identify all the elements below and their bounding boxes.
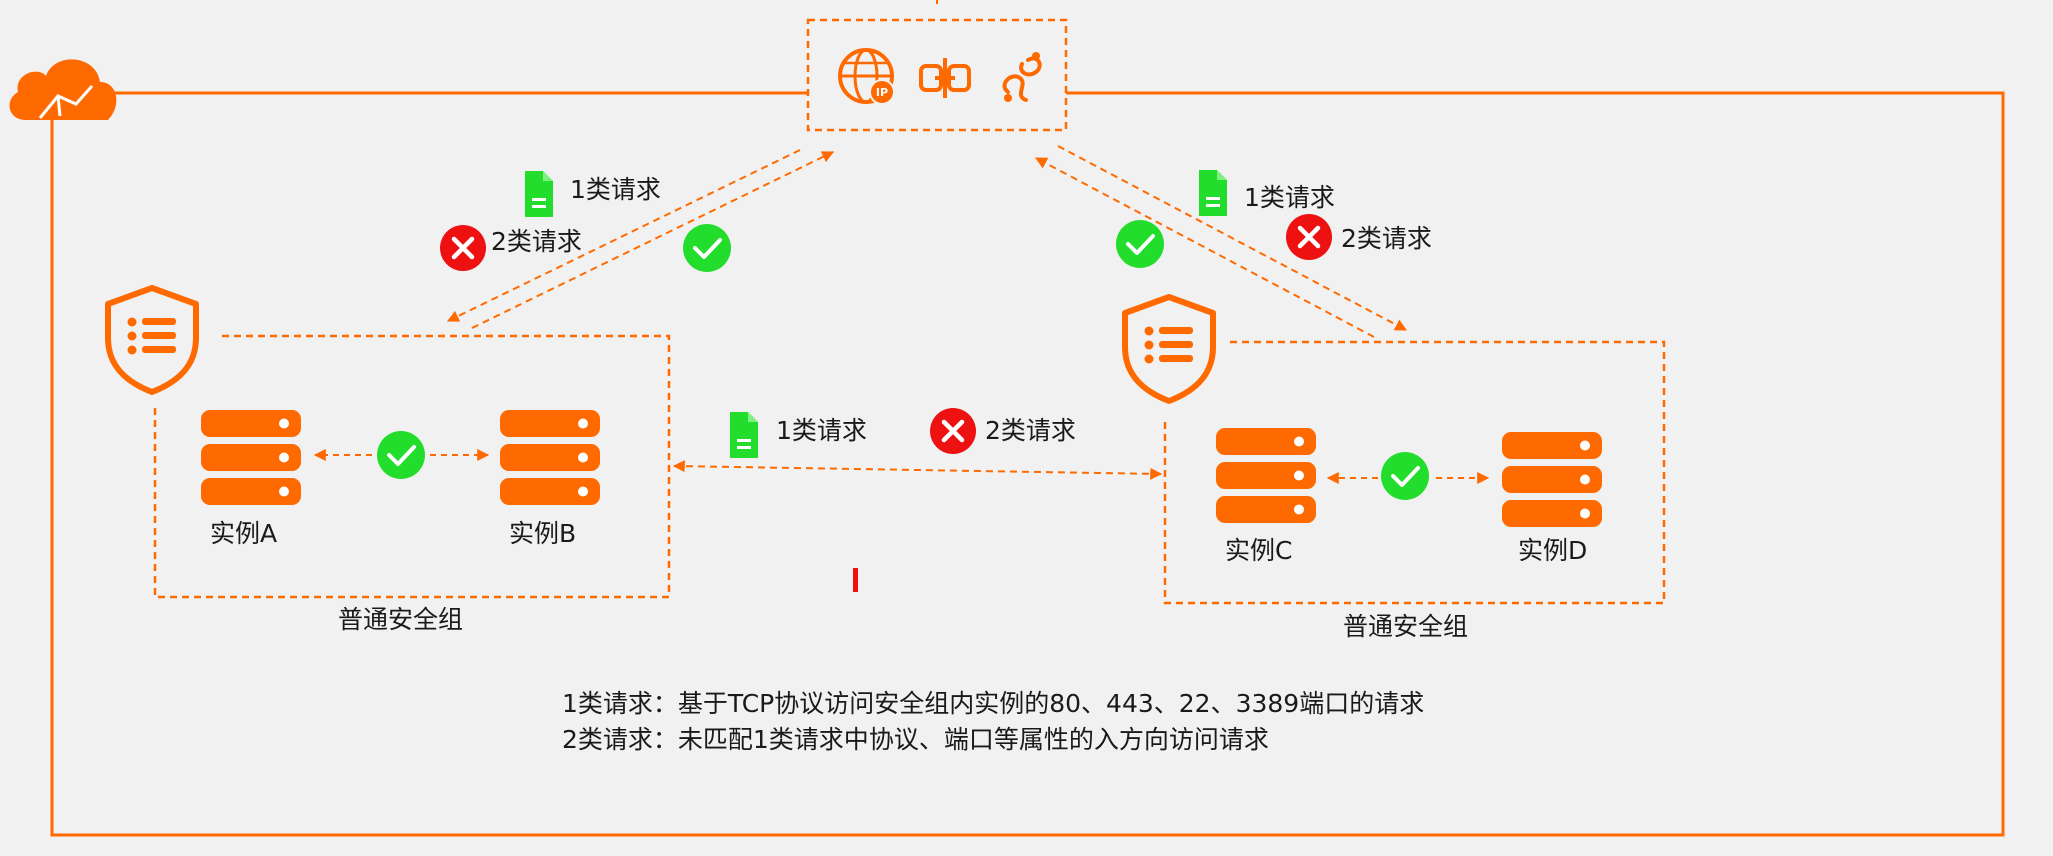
eip-link-icon — [1002, 52, 1042, 102]
red-cross-icon — [440, 225, 486, 271]
flow-gw-to-right-group — [1057, 145, 1408, 331]
request-type1-label: 1类请求 — [1244, 183, 1335, 212]
request-type2-label: 2类请求 — [1341, 224, 1432, 253]
red-cross-icon — [1286, 214, 1332, 260]
flow-right-group-to-gw — [1034, 157, 1375, 338]
green-check-icon — [375, 429, 427, 481]
request-type1-label: 1类请求 — [776, 416, 867, 445]
legend-line2: 2类请求：未匹配1类请求中协议、端口等属性的入方向访问请求 — [562, 725, 1269, 754]
server-stack-icon-c — [1216, 428, 1316, 523]
server-stack-icon-d — [1502, 432, 1602, 527]
red-cross-icon — [930, 408, 976, 454]
green-document-icon — [730, 412, 758, 458]
left-security-group-box — [153, 334, 671, 599]
cursor-mark — [853, 568, 858, 592]
server-stack-icon-b — [500, 410, 600, 505]
request-type1-label: 1类请求 — [570, 175, 661, 204]
left-security-group-name: 普通安全组 — [338, 605, 464, 634]
legend-line1: 1类请求：基于TCP协议访问安全组内实例的80、443、22、3389端口的请求 — [562, 689, 1425, 718]
vpc-frame — [50, 91, 2005, 837]
chain-link-icon — [919, 58, 971, 98]
green-check-icon — [681, 222, 733, 274]
instance-a-label: 实例A — [210, 519, 278, 548]
flow-gw-to-left-group — [446, 149, 801, 322]
green-document-icon — [1199, 170, 1227, 216]
right-security-group-box — [1163, 340, 1666, 605]
gateway-box — [806, 18, 1068, 132]
green-document-icon — [525, 171, 553, 217]
flow-left-group-to-gw — [471, 151, 835, 329]
svg-text:IP: IP — [876, 86, 888, 99]
request-type2-label: 2类请求 — [985, 416, 1076, 445]
right-shield-list-icon — [1125, 297, 1213, 401]
server-stack-icon-a — [201, 410, 301, 505]
flow-between-groups — [672, 460, 1163, 480]
globe-ip-icon: IP — [838, 48, 895, 105]
cloud-icon — [9, 59, 117, 120]
instance-c-label: 实例C — [1225, 536, 1293, 565]
request-type2-label: 2类请求 — [491, 227, 582, 256]
left-shield-list-icon — [108, 288, 196, 392]
green-check-icon — [1379, 450, 1431, 502]
instance-b-label: 实例B — [509, 519, 577, 548]
green-check-icon — [1114, 218, 1166, 270]
instance-d-label: 实例D — [1518, 536, 1588, 565]
right-security-group-name: 普通安全组 — [1343, 612, 1469, 641]
